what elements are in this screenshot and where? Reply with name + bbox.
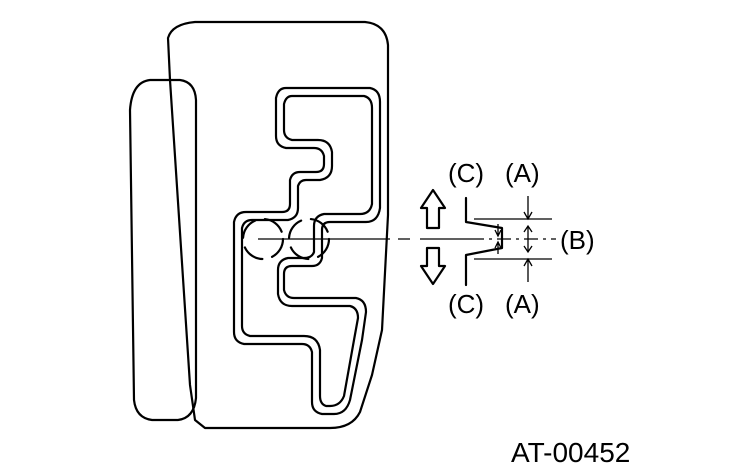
housing-body [166,20,390,430]
movement-arrows [419,188,447,286]
figure-code: AT-00452 [511,437,630,468]
gate-slot [232,86,382,416]
label-c-bottom: (C) [448,289,484,319]
grip-pad [128,78,198,422]
label-a-bottom: (A) [505,289,540,319]
arrow-down-icon [419,246,447,286]
label-a-top: (A) [505,158,540,188]
label-b: (B) [560,225,595,255]
label-c-top: (C) [448,158,484,188]
detent-profile [464,196,556,287]
arrow-up-icon [419,188,447,230]
